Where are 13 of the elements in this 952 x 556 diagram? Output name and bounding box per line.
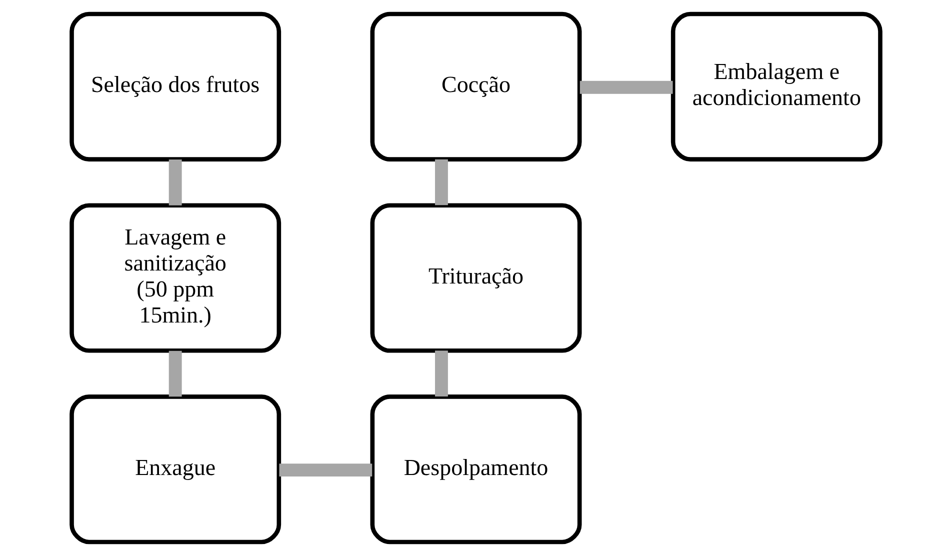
connector bbox=[580, 80, 673, 94]
node-box: Cocção bbox=[370, 12, 582, 162]
node-box: Lavagem e sanitização (50 ppm 15min.) bbox=[70, 203, 282, 353]
node-box: Despolpamento bbox=[370, 394, 582, 544]
node-box: Embalagem e acondicionamento bbox=[670, 12, 882, 162]
node-box: Enxague bbox=[70, 394, 282, 544]
connector bbox=[279, 464, 372, 477]
connector bbox=[168, 160, 182, 206]
connector bbox=[435, 159, 448, 206]
node-box: Seleção dos frutos bbox=[70, 12, 282, 162]
connector bbox=[168, 350, 182, 397]
node-box: Trituração bbox=[370, 203, 582, 353]
connector bbox=[435, 350, 448, 396]
